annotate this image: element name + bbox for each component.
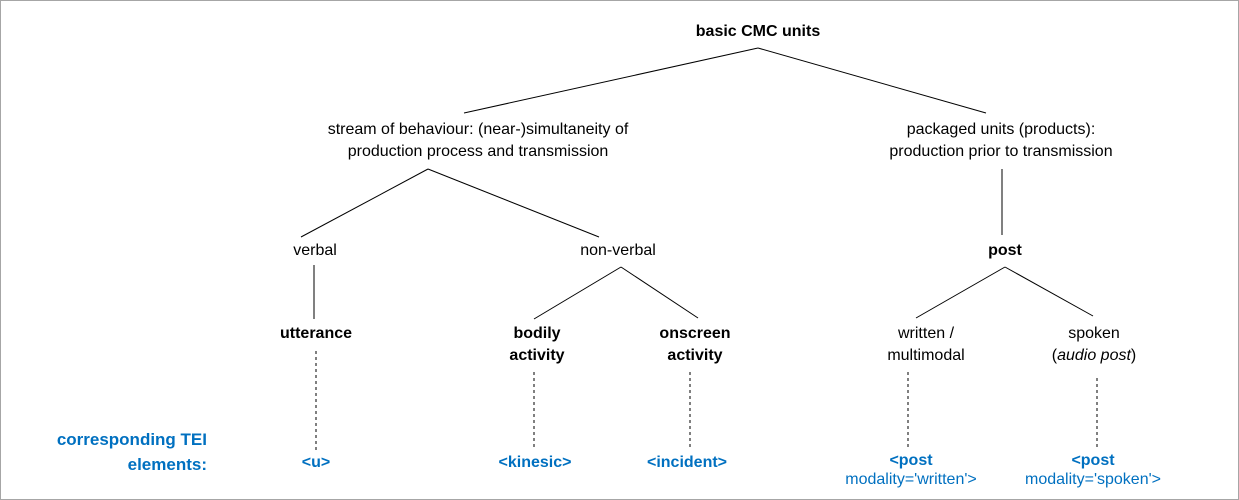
node-written-line2: multimodal bbox=[887, 347, 965, 364]
node-onscreen-line1: onscreen bbox=[659, 325, 731, 342]
node-written-multimodal: written / multimodal bbox=[887, 323, 964, 367]
solid-edges bbox=[300, 47, 1094, 320]
tei-post-spoken-line2: modality='spoken'> bbox=[1025, 471, 1161, 488]
node-onscreen-line2: activity bbox=[667, 347, 723, 364]
node-bodily-activity: bodily activity bbox=[509, 323, 564, 367]
tei-element-kinesic: <kinesic> bbox=[498, 454, 572, 471]
node-onscreen-activity: onscreen activity bbox=[659, 323, 730, 367]
tei-label-line2: elements: bbox=[127, 455, 207, 474]
node-bodily-line1: bodily bbox=[513, 325, 561, 342]
tei-post-spoken-line1: <post bbox=[1071, 452, 1115, 469]
paren-close: ) bbox=[1130, 347, 1137, 364]
paren-open: ( bbox=[1051, 347, 1058, 364]
tei-element-post-written: <post modality='written'> bbox=[845, 451, 977, 489]
node-basic-cmc-units: basic CMC units bbox=[695, 23, 821, 40]
node-non-verbal: non-verbal bbox=[580, 242, 656, 259]
tei-element-u: <u> bbox=[301, 454, 331, 471]
node-spoken-line1: spoken bbox=[1068, 325, 1120, 342]
node-stream-line1: stream of behaviour: (near-)simultaneity… bbox=[327, 121, 629, 138]
corresponding-tei-elements-label: corresponding TEI elements: bbox=[31, 427, 207, 477]
audio-post-italic: audio post bbox=[1057, 347, 1131, 364]
node-packaged-line1: packaged units (products): bbox=[906, 121, 1096, 138]
node-post: post bbox=[988, 242, 1022, 259]
node-utterance: utterance bbox=[279, 325, 353, 342]
node-verbal: verbal bbox=[293, 242, 337, 259]
node-stream-line2: production process and transmission bbox=[347, 143, 609, 160]
tei-element-incident: <incident> bbox=[646, 454, 728, 471]
node-spoken-audio-post: spoken (audio post) bbox=[1052, 323, 1137, 367]
node-written-line1: written / bbox=[897, 325, 955, 342]
tei-post-written-line2: modality='written'> bbox=[845, 471, 977, 488]
node-packaged-line2: production prior to transmission bbox=[889, 143, 1113, 160]
tei-element-post-spoken: <post modality='spoken'> bbox=[1025, 451, 1161, 489]
tei-label-line1: corresponding TEI bbox=[56, 430, 207, 449]
node-stream-of-behaviour: stream of behaviour: (near-)simultaneity… bbox=[328, 119, 629, 163]
tei-post-written-line1: <post bbox=[889, 452, 933, 469]
node-bodily-line2: activity bbox=[509, 347, 565, 364]
node-spoken-line2: (audio post) bbox=[1052, 345, 1137, 367]
node-packaged-units: packaged units (products): production pr… bbox=[889, 119, 1112, 163]
